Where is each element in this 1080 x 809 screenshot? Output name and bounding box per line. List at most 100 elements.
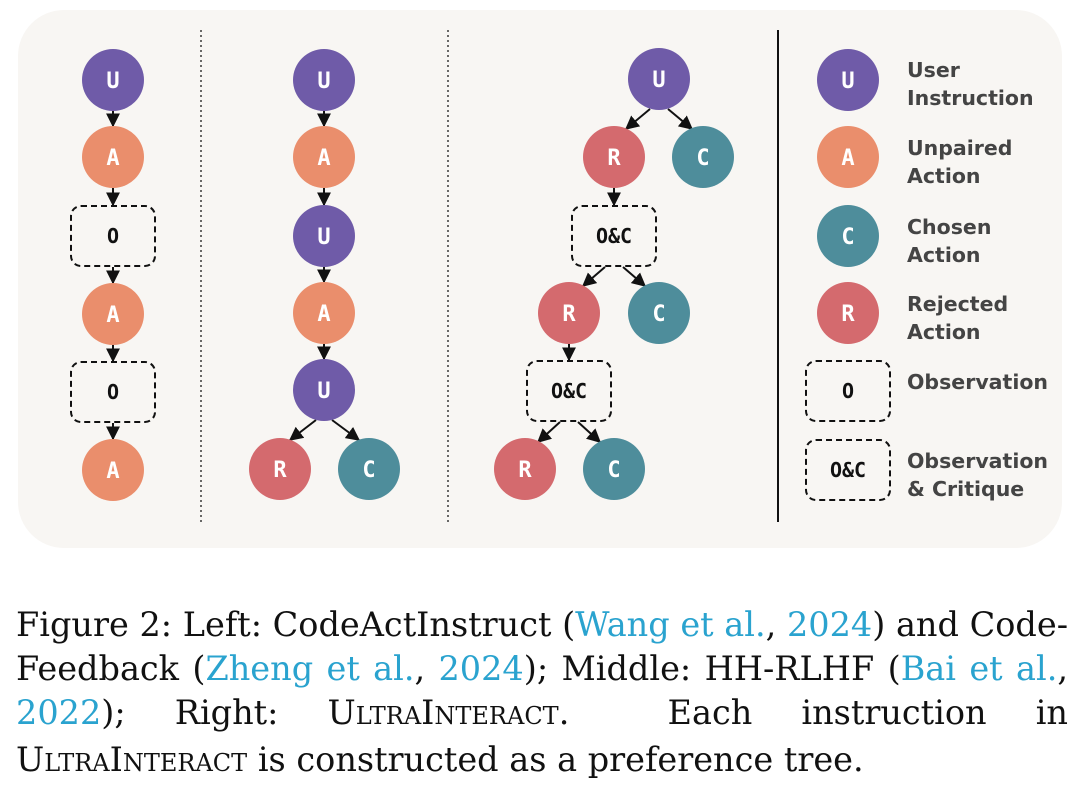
node-observation-critique: O&C (571, 205, 657, 267)
dataset-name: HH-RLHF (704, 649, 875, 688)
svg-text:U: U (106, 69, 119, 94)
edge-arrow (288, 419, 317, 441)
svg-text:U: U (317, 379, 330, 404)
caption-middle-label: Middle: (561, 649, 692, 688)
svg-text:U: U (841, 69, 854, 94)
svg-text:U: U (652, 68, 665, 93)
legend-label: Chosen (907, 215, 991, 239)
citation-year-link[interactable]: 2022 (16, 693, 102, 732)
legend-label: Action (907, 320, 981, 344)
svg-text:C: C (652, 302, 665, 327)
node-action: A (82, 439, 144, 501)
citation-year-link[interactable]: 2024 (438, 649, 524, 688)
edge-arrow (624, 108, 651, 130)
node-chosen: C (338, 438, 400, 500)
legend-item-action: A Unpaired Action (817, 126, 1012, 188)
svg-text:O: O (842, 379, 854, 403)
ultrainteract-name: ULTRAINTERACT (327, 693, 559, 732)
right-column: U R C O&C R C O&C R (494, 48, 734, 500)
svg-text:O: O (107, 224, 119, 248)
svg-text:C: C (841, 225, 854, 250)
node-rejected: R (494, 438, 556, 500)
svg-text:A: A (106, 303, 119, 328)
caption-text: and (895, 605, 959, 644)
node-user: U (293, 205, 355, 267)
legend-item-user: U User Instruction (817, 49, 1034, 111)
node-action: A (82, 126, 144, 188)
svg-text:C: C (696, 146, 709, 171)
edge-arrow (331, 419, 361, 441)
preference-tree-diagram: U A O A O A U A (70, 30, 1048, 522)
node-chosen: C (672, 126, 734, 188)
edge-arrow (536, 421, 561, 443)
svg-text:O&C: O&C (596, 224, 632, 248)
legend-label: Unpaired (907, 136, 1012, 160)
node-observation: O (70, 361, 156, 423)
legend: U User Instruction A Unpaired Action C C… (805, 49, 1048, 501)
citation-link[interactable]: Wang et al. (575, 605, 766, 644)
node-observation: O (70, 205, 156, 267)
svg-text:O&C: O&C (830, 458, 866, 482)
node-action: A (82, 283, 144, 345)
node-action: A (293, 282, 355, 344)
svg-text:R: R (518, 458, 532, 483)
ultrainteract-name: ULTRAINTERACT (16, 740, 248, 779)
caption-text: is constructed as a preference tree. (257, 740, 864, 779)
svg-text:A: A (106, 459, 119, 484)
middle-column: U A U A U R C (249, 49, 400, 500)
node-rejected: R (538, 282, 600, 344)
svg-text:C: C (362, 458, 375, 483)
legend-item-observation: O Observation (805, 360, 1048, 422)
legend-label: Rejected (907, 292, 1008, 316)
node-user: U (82, 49, 144, 111)
svg-text:R: R (841, 302, 855, 327)
node-chosen: C (583, 438, 645, 500)
legend-item-rejected: R Rejected Action (817, 282, 1008, 344)
citation-year-link[interactable]: 2024 (786, 605, 873, 644)
svg-text:A: A (841, 146, 854, 171)
svg-text:A: A (106, 146, 119, 171)
legend-label: User (907, 58, 961, 82)
svg-text:R: R (273, 458, 287, 483)
svg-text:U: U (317, 225, 330, 250)
caption-right-label: Right: (174, 693, 279, 732)
edges (106, 108, 694, 443)
node-observation-critique: O&C (526, 360, 612, 422)
legend-item-chosen: C Chosen Action (817, 205, 991, 267)
svg-text:A: A (317, 146, 330, 171)
node-user: U (628, 48, 690, 110)
node-rejected: R (583, 126, 645, 188)
edge-arrow (577, 421, 602, 443)
legend-item-observation-critique: O&C Observation & Critique (805, 439, 1048, 501)
svg-text:O: O (107, 380, 119, 404)
node-user: U (293, 49, 355, 111)
citation-link[interactable]: et al. (969, 649, 1058, 688)
edge-arrow (622, 266, 647, 287)
svg-text:R: R (562, 302, 576, 327)
legend-label: Action (907, 164, 981, 188)
figure-caption: Figure 2: Left: CodeActInstruct (Wang et… (16, 605, 1069, 779)
svg-text:R: R (607, 146, 621, 171)
citation-link[interactable]: Zheng et al. (205, 649, 415, 688)
caption-left-label: Left: (182, 605, 262, 644)
node-action: A (293, 126, 355, 188)
node-user: U (293, 359, 355, 421)
svg-text:C: C (607, 458, 620, 483)
legend-label: Observation (907, 449, 1048, 473)
edge-arrow (667, 108, 694, 130)
caption-text: Each instruction in (667, 693, 1068, 732)
legend-label: Instruction (907, 86, 1034, 110)
svg-text:O&C: O&C (551, 379, 587, 403)
legend-label: Action (907, 243, 981, 267)
svg-text:A: A (317, 302, 330, 327)
dataset-name: Code-Feedback (16, 605, 1069, 688)
legend-label: & Critique (907, 477, 1024, 501)
edge-arrow (581, 266, 606, 287)
node-rejected: R (249, 438, 311, 500)
figure-label: Figure 2: (16, 605, 173, 644)
node-chosen: C (628, 282, 690, 344)
svg-text:U: U (317, 69, 330, 94)
left-column: U A O A O A (70, 49, 156, 501)
legend-label: Observation (907, 370, 1048, 394)
citation-link[interactable]: Bai (900, 649, 956, 688)
